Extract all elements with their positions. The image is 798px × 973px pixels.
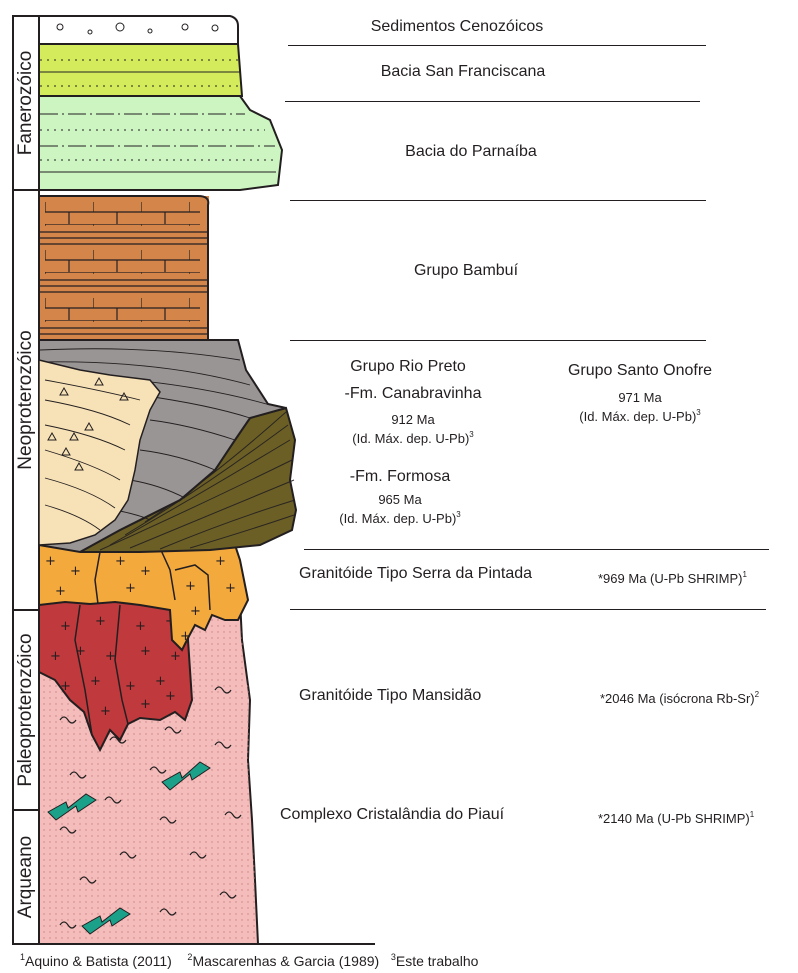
label-cristalandia: Complexo Cristalândia do Piauí	[280, 806, 504, 824]
svg-text:+: +	[55, 584, 66, 599]
svg-text:+: +	[45, 554, 56, 569]
label-bambui: Grupo Bambuí	[414, 262, 518, 280]
santo-onofre-age: 971 Ma	[618, 390, 661, 405]
label-santo-onofre: Grupo Santo Onofre	[568, 362, 712, 380]
parnaiba-layer	[39, 96, 282, 190]
formosa-age: 965 Ma	[378, 492, 421, 507]
svg-text:+: +	[125, 679, 136, 694]
divider-line	[290, 200, 706, 201]
cenozoic-layer	[39, 16, 238, 44]
divider-line	[285, 101, 700, 102]
sanfranciscana-layer	[39, 44, 242, 96]
era-label-neoproterozoico: Neoproterozóico	[15, 330, 37, 469]
canabravinha-method: (Id. Máx. dep. U-Pb)3	[352, 430, 474, 446]
serra-pintada-age: *969 Ma (U-Pb SHRIMP)1	[598, 570, 747, 586]
santo-onofre-method: (Id. Máx. dep. U-Pb)3	[579, 408, 701, 424]
cristalandia-age: *2140 Ma (U-Pb SHRIMP)1	[598, 810, 754, 826]
svg-text:+: +	[90, 674, 101, 689]
svg-text:+: +	[225, 581, 236, 596]
divider-line	[304, 549, 769, 550]
svg-text:+: +	[135, 619, 146, 634]
formosa-method: (Id. Máx. dep. U-Pb)3	[339, 510, 461, 526]
svg-text:+: +	[215, 554, 226, 569]
svg-text:+: +	[140, 644, 151, 659]
label-sanfranciscana: Bacia San Franciscana	[381, 63, 546, 81]
svg-text:+: +	[95, 614, 106, 629]
svg-text:+: +	[105, 649, 116, 664]
divider-line	[288, 45, 706, 46]
divider-line	[290, 340, 706, 341]
svg-text:+: +	[170, 649, 181, 664]
label-parnaiba: Bacia do Parnaíba	[405, 143, 537, 161]
label-formosa: -Fm. Formosa	[350, 468, 450, 486]
svg-text:+: +	[185, 579, 196, 594]
svg-text:+: +	[190, 604, 201, 619]
svg-text:+: +	[140, 564, 151, 579]
svg-text:+: +	[100, 704, 111, 719]
label-mansidao: Granitóide Tipo Mansidão	[299, 687, 481, 705]
svg-text:+: +	[125, 581, 136, 596]
mansidao-age: *2046 Ma (isócrona Rb-Sr)2	[600, 690, 759, 706]
era-label-arqueano: Arqueano	[15, 836, 37, 918]
label-cenozoic: Sedimentos Cenozóicos	[371, 18, 544, 36]
svg-text:+: +	[115, 554, 126, 569]
label-rio-preto: Grupo Rio Preto	[350, 358, 466, 376]
canabravinha-age: 912 Ma	[391, 412, 434, 427]
svg-text:+: +	[180, 629, 191, 644]
svg-text:+: +	[165, 689, 176, 704]
svg-text:+: +	[60, 619, 71, 634]
era-label-fanerozoico: Fanerozóico	[15, 51, 37, 156]
label-canabravinha: -Fm. Canabravinha	[345, 385, 482, 403]
footnotes: 1Aquino & Batista (2011) 2Mascarenhas & …	[20, 952, 478, 969]
svg-text:+: +	[140, 697, 151, 712]
label-serra-pintada: Granitóide Tipo Serra da Pintada	[299, 565, 532, 583]
svg-text:+: +	[50, 649, 61, 664]
svg-text:+: +	[155, 674, 166, 689]
svg-text:+: +	[60, 679, 71, 694]
svg-text:+: +	[75, 644, 86, 659]
era-label-paleoproterozoico: Paleoproterozóico	[15, 633, 37, 786]
svg-text:+: +	[70, 564, 81, 579]
divider-line	[290, 609, 766, 610]
